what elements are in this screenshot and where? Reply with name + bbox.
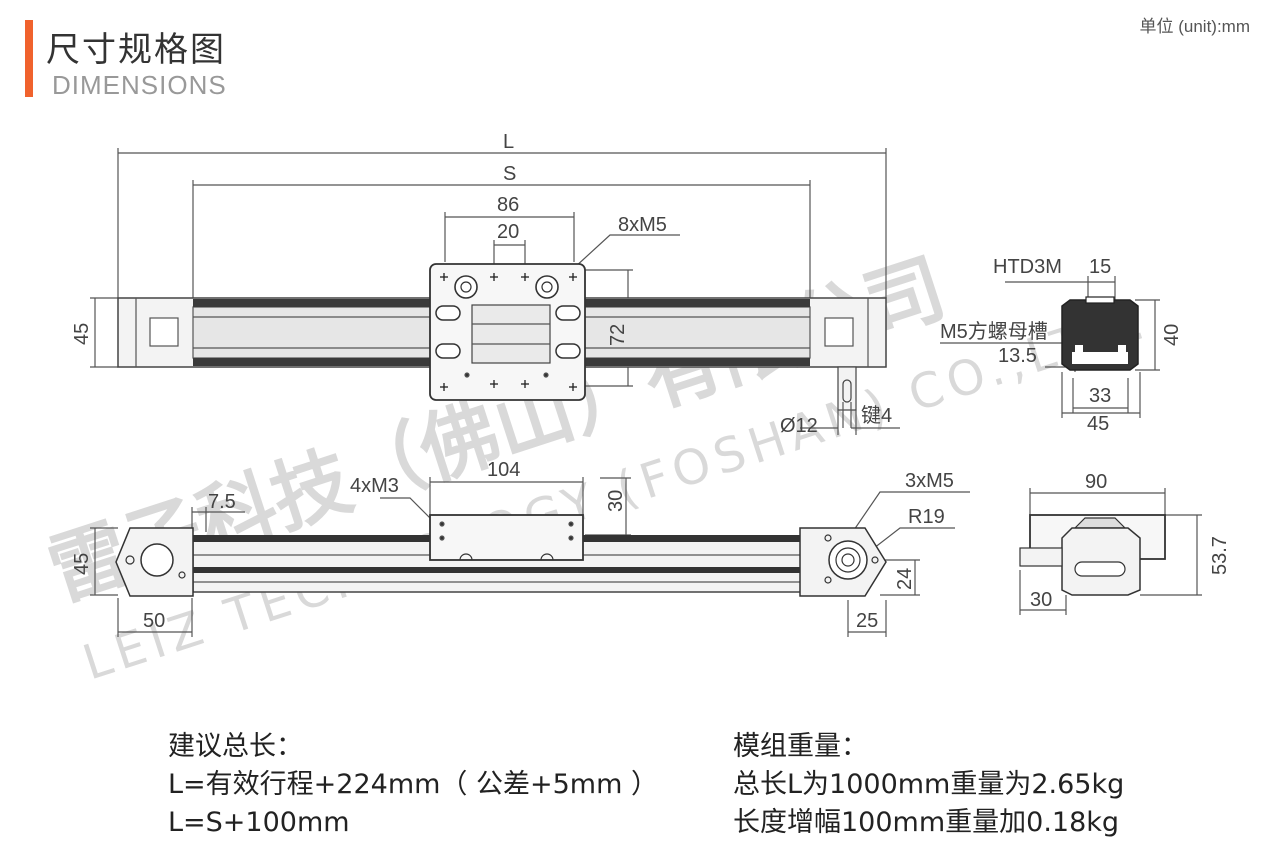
dim-4xM3: 4xM3: [350, 475, 399, 497]
unit-label: 单位 (unit):mm: [1139, 17, 1251, 36]
dim-90: 90: [1085, 471, 1107, 493]
side-view-labels: 104 4xM3 30 7.5 45 50 3xM5 R19 24 25: [71, 459, 954, 632]
notes-right-line2: 长度增幅100mm重量加0.18kg: [733, 807, 1120, 838]
notes-left-line1: L=有效行程+224mm（ 公差+5mm ）: [168, 769, 658, 800]
profile-labels: HTD3M 15 M5方螺母槽 13.5 40 33 45: [940, 256, 1183, 435]
dim-30-side: 30: [605, 490, 627, 512]
end-view-labels: 90 53.7 30: [1030, 471, 1231, 611]
dim-30-end: 30: [1030, 589, 1052, 611]
notes-right-line1: 总长L为1000mm重量为2.65kg: [733, 769, 1125, 800]
profile-view: [940, 276, 1160, 418]
dim-key: 键4: [861, 404, 892, 427]
dim-45-top: 45: [71, 323, 93, 345]
notes-recommended-length: 建议总长： L=有效行程+224mm（ 公差+5mm ） L=S+100mm: [168, 728, 658, 842]
end-view: [1019, 488, 1202, 615]
notes-left-heading: 建议总长：: [168, 731, 303, 762]
dim-45-profile: 45: [1087, 413, 1109, 435]
dim-104: 104: [487, 459, 520, 481]
dim-S: S: [503, 163, 516, 185]
notes-left-line2: L=S+100mm: [168, 807, 350, 838]
dim-72: 72: [607, 324, 629, 346]
notes-module-weight: 模组重量： 总长L为1000mm重量为2.65kg 长度增幅100mm重量加0.…: [733, 728, 1124, 842]
dim-R19: R19: [908, 506, 945, 528]
dim-24: 24: [894, 568, 916, 590]
side-view: [90, 477, 970, 637]
dim-htd3m: HTD3M: [993, 256, 1062, 278]
dim-40: 40: [1161, 324, 1183, 346]
dim-L: L: [503, 131, 514, 153]
top-view: [90, 148, 900, 435]
dim-m5-slot: M5方螺母槽: [940, 320, 1048, 343]
dim-7-5: 7.5: [208, 491, 236, 513]
dim-25: 25: [856, 610, 878, 632]
title-accent-bar: [25, 20, 33, 97]
dim-15: 15: [1089, 256, 1111, 278]
notes-right-heading: 模组重量：: [733, 731, 868, 762]
dim-33: 33: [1089, 385, 1111, 407]
dim-45-side: 45: [71, 553, 93, 575]
dim-3xM5: 3xM5: [905, 470, 954, 492]
dim-53-7: 53.7: [1209, 536, 1231, 575]
dim-20: 20: [497, 221, 519, 243]
dim-86: 86: [497, 194, 519, 216]
dim-13-5: 13.5: [998, 345, 1037, 367]
top-view-labels: L S 86 20 8xM5 45 72 Ø12 键4: [71, 131, 892, 437]
page-subtitle: DIMENSIONS: [52, 70, 227, 100]
page-title: 尺寸规格图: [46, 30, 226, 70]
dim-50: 50: [143, 610, 165, 632]
dim-8xM5: 8xM5: [618, 214, 667, 236]
dim-shaft-diameter: Ø12: [780, 415, 818, 437]
